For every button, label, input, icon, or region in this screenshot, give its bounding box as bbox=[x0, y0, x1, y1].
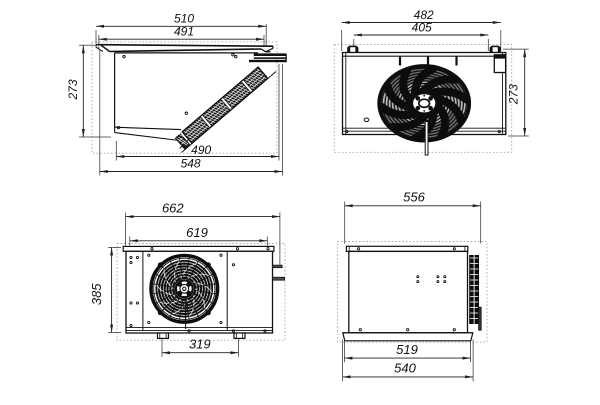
svg-text:4: 4 bbox=[191, 143, 198, 157]
svg-text:405: 405 bbox=[412, 20, 432, 34]
svg-text:319: 319 bbox=[189, 336, 211, 351]
svg-text:510: 510 bbox=[174, 11, 194, 25]
svg-text:619: 619 bbox=[186, 225, 208, 240]
svg-text:548: 548 bbox=[181, 157, 201, 171]
svg-text:90: 90 bbox=[198, 143, 212, 157]
svg-text:540: 540 bbox=[394, 361, 416, 376]
svg-text:273: 273 bbox=[507, 84, 521, 105]
svg-text:662: 662 bbox=[162, 200, 184, 215]
svg-text:385: 385 bbox=[89, 283, 104, 305]
svg-text:556: 556 bbox=[403, 190, 425, 205]
svg-text:519: 519 bbox=[396, 342, 418, 357]
svg-text:273: 273 bbox=[66, 79, 80, 100]
svg-text:482: 482 bbox=[414, 8, 434, 22]
svg-text:491: 491 bbox=[174, 25, 194, 39]
